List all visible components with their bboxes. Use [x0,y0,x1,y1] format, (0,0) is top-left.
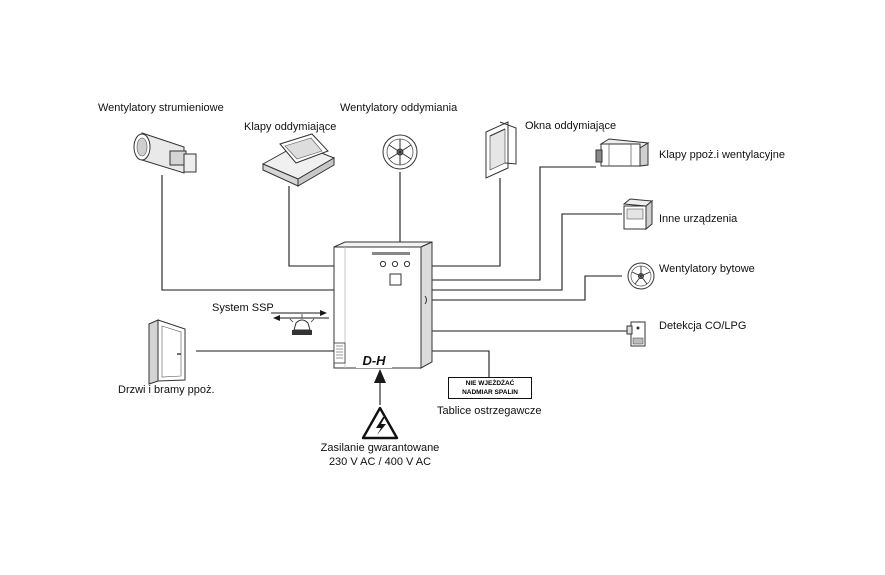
smoke-hatch-icon [261,133,336,187]
label-smoke-hatches: Klapy oddymiające [244,121,337,133]
cabinet-handle [424,295,427,305]
cabinet-indicator-1 [379,260,387,268]
gas-detector-icon [626,321,646,347]
label-warning-signs: Tablice ostrzegawcze [437,405,542,417]
label-power-supply-line2: 230 V AC / 400 V AC [328,456,432,468]
label-domestic-fans: Wentylatory bytowe [659,263,755,275]
line-smoke-windows [432,178,501,267]
fire-damper-icon [595,138,650,167]
line-jet-fans [161,175,334,291]
line-fire-dampers [432,166,596,281]
label-other-devices: Inne urządzenia [659,213,738,225]
control-cabinet: D-H [333,241,433,369]
cabinet-logo: D-H [362,353,386,368]
line-smoke-hatches [288,186,334,267]
label-smoke-fans: Wentylatory oddymiania [340,102,458,114]
cabinet-vent [333,342,346,364]
cabinet-display [389,273,402,286]
label-doors: Drzwi i bramy ppoż. [118,384,215,396]
line-domestic-fans [432,275,622,301]
alarm-beacon-icon [289,314,315,335]
jet-fan-icon [133,132,197,174]
warning-sign-line1: NIE WJEŻDŻAĆ [465,380,515,387]
line-other-devices [432,213,622,291]
label-gas-detection: Detekcja CO/LPG [659,320,747,332]
label-power-supply-line1: Zasilanie gwarantowane [320,442,440,454]
domestic-fan-icon [627,262,655,290]
warning-sign: NIE WJEŻDŻAĆ NADMIAR SPALIN [448,377,532,399]
other-device-icon [622,198,654,231]
high-voltage-warning-icon [361,406,399,440]
connection-lines [161,166,628,405]
fire-door-icon [148,319,186,385]
cabinet-top-strip [372,252,410,255]
power-arrow-head [374,369,386,383]
smoke-window-icon [485,121,517,179]
label-ssp-system: System SSP [212,302,274,314]
label-smoke-windows: Okna oddymiające [525,120,617,132]
cabinet-indicator-2 [391,260,399,268]
cabinet-indicator-3 [403,260,411,268]
ssp-arrows [271,310,329,321]
smoke-fan-icon [382,134,418,170]
label-jet-fans: Wentylatory strumieniowe [98,102,224,114]
warning-sign-line2: NADMIAR SPALIN [462,389,518,396]
label-fire-dampers: Klapy ppoż.i wentylacyjne [659,149,785,161]
line-warning-signs [432,350,490,377]
